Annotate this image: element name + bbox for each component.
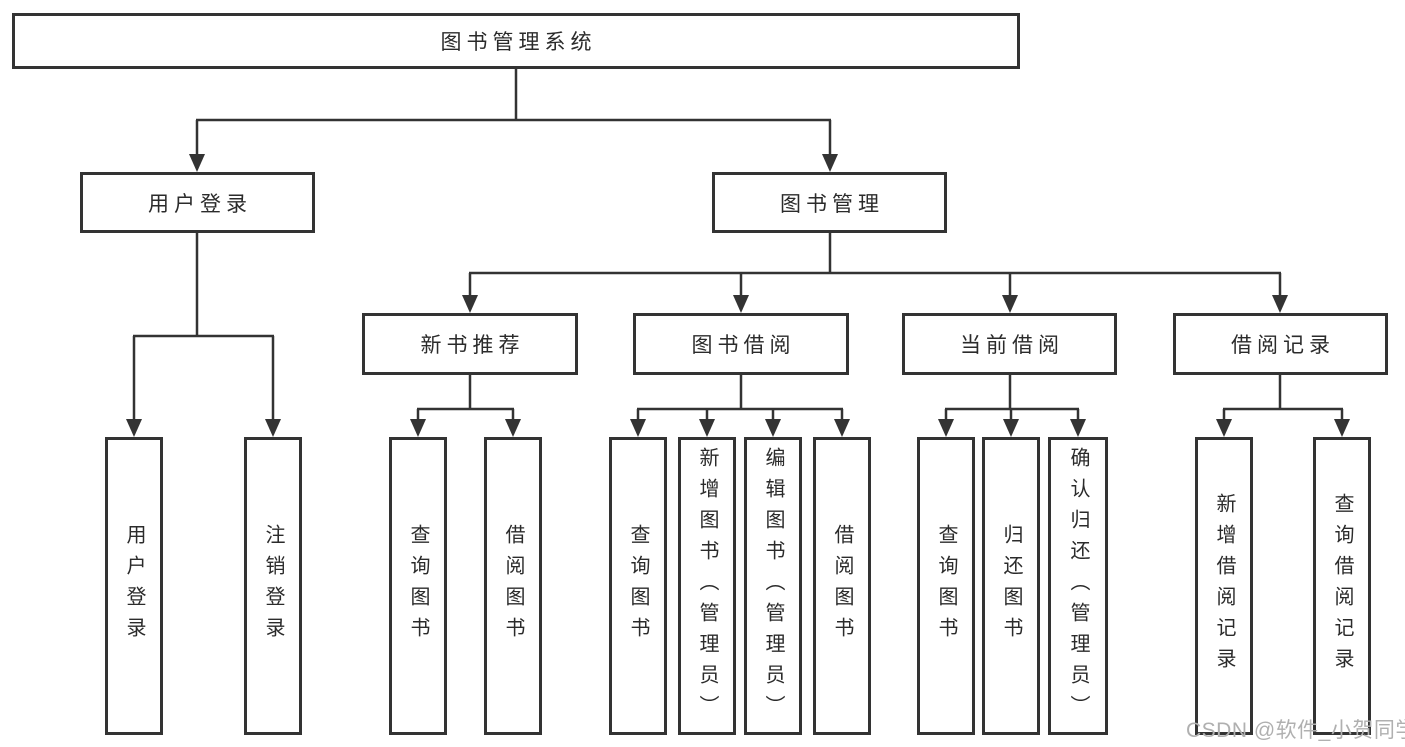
- leaf-user-login-label: 用户登录: [123, 524, 145, 648]
- leaf-add-books-admin-label: 新增图书（管理员）: [696, 446, 718, 726]
- node-root-system: 图书管理系统: [12, 13, 1020, 69]
- node-book-borrowing: 图书借阅: [633, 313, 849, 375]
- leaf-query-books-recommend-label: 查询图书: [407, 524, 429, 648]
- leaf-return-books-label: 归还图书: [1000, 524, 1022, 648]
- leaf-edit-books-admin: 编辑图书（管理员）: [744, 437, 802, 735]
- node-current-borrowing: 当前借阅: [902, 313, 1117, 375]
- connector-new-book-recommend-children: [410, 375, 521, 437]
- leaf-query-books-current: 查询图书: [917, 437, 975, 735]
- leaf-user-login: 用户登录: [105, 437, 163, 735]
- leaf-add-borrow-record-label: 新增借阅记录: [1213, 493, 1235, 679]
- leaf-edit-books-admin-label: 编辑图书（管理员）: [762, 446, 784, 726]
- leaf-return-books: 归还图书: [982, 437, 1040, 735]
- node-borrowing-records: 借阅记录: [1173, 313, 1388, 375]
- leaf-borrow-books-recommend: 借阅图书: [484, 437, 542, 735]
- connector-borrowing-records-children: [1216, 375, 1350, 437]
- node-user-login: 用户登录: [80, 172, 315, 233]
- leaf-borrow-books: 借阅图书: [813, 437, 871, 735]
- leaf-logout: 注销登录: [244, 437, 302, 735]
- connector-user-login-children: [126, 233, 281, 437]
- connector-root-to-level2: [189, 69, 838, 172]
- connector-book-management-children: [462, 233, 1288, 313]
- connector-book-borrowing-children: [630, 375, 850, 437]
- leaf-add-borrow-record: 新增借阅记录: [1195, 437, 1253, 735]
- node-new-book-recommend: 新书推荐: [362, 313, 578, 375]
- watermark: CSDN @软件_小贺同学: [1186, 719, 1405, 742]
- leaf-query-books-borrowing: 查询图书: [609, 437, 667, 735]
- leaf-confirm-return-admin-label: 确认归还（管理员）: [1067, 446, 1089, 726]
- leaf-borrow-books-recommend-label: 借阅图书: [502, 524, 524, 648]
- leaf-query-books-borrowing-label: 查询图书: [627, 524, 649, 648]
- leaf-query-borrow-record-label: 查询借阅记录: [1331, 493, 1353, 679]
- leaf-query-borrow-record: 查询借阅记录: [1313, 437, 1371, 735]
- leaf-query-books-recommend: 查询图书: [389, 437, 447, 735]
- node-book-management: 图书管理: [712, 172, 947, 233]
- leaf-confirm-return-admin: 确认归还（管理员）: [1048, 437, 1108, 735]
- connector-current-borrowing-children: [938, 375, 1086, 437]
- leaf-add-books-admin: 新增图书（管理员）: [678, 437, 736, 735]
- leaf-borrow-books-label: 借阅图书: [831, 524, 853, 648]
- leaf-query-books-current-label: 查询图书: [935, 524, 957, 648]
- leaf-logout-label: 注销登录: [262, 524, 284, 648]
